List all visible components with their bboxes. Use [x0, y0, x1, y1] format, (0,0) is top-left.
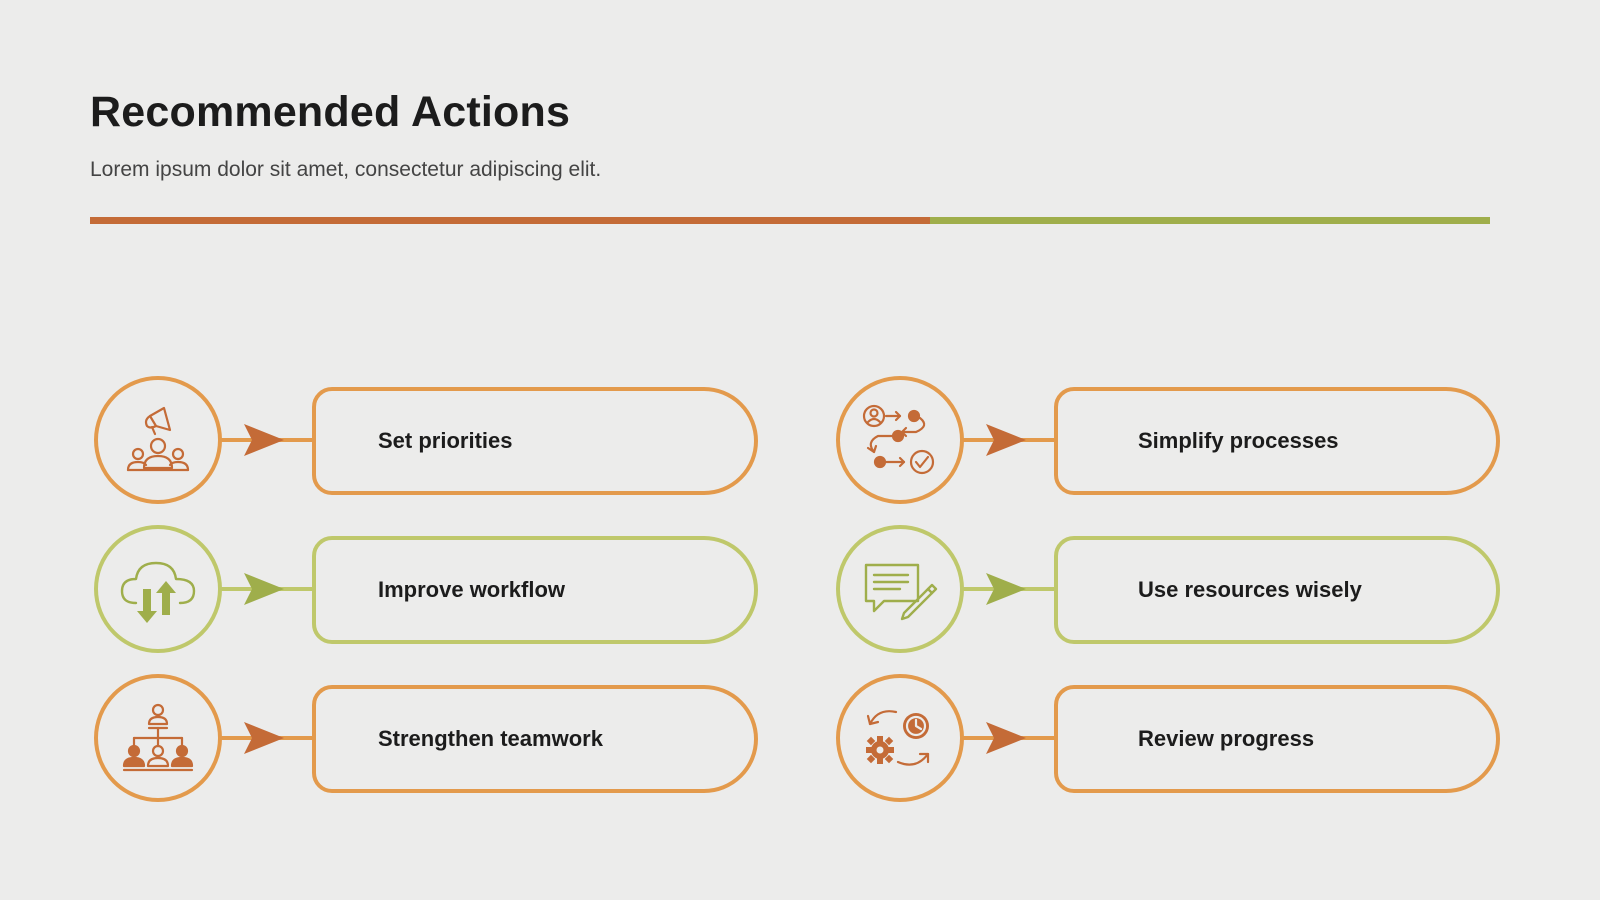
process-flow-icon	[862, 404, 935, 475]
arrow-right-icon	[244, 722, 284, 754]
action-box: Strengthen teamwork	[312, 685, 758, 793]
page-subtitle: Lorem ipsum dolor sit amet, consectetur …	[90, 158, 602, 181]
arrow-right-icon	[986, 573, 1026, 605]
document-edit-icon	[864, 563, 938, 621]
icon-circle	[94, 674, 222, 802]
org-chart-icon	[122, 703, 194, 772]
divider-orange	[90, 217, 930, 224]
action-item-strengthen-teamwork: Strengthen teamwork	[94, 674, 794, 810]
action-label: Use resources wisely	[1138, 577, 1362, 602]
arrow-right-icon	[244, 573, 284, 605]
divider-green	[930, 217, 1490, 224]
action-box: Review progress	[1054, 685, 1500, 793]
action-box: Set priorities	[312, 387, 758, 495]
icon-circle	[836, 674, 964, 802]
action-label: Improve workflow	[378, 577, 566, 602]
cloud-sync-icon	[120, 561, 196, 623]
action-label: Set priorities	[378, 428, 513, 453]
action-box: Improve workflow	[312, 536, 758, 644]
icon-circle	[94, 525, 222, 653]
action-item-improve-workflow: Improve workflow	[94, 525, 794, 661]
action-item-review-progress: Review progress	[836, 674, 1536, 810]
arrow-right-icon	[244, 424, 284, 456]
icon-circle	[836, 376, 964, 504]
icon-circle	[836, 525, 964, 653]
arrow-right-icon	[986, 424, 1026, 456]
action-item-use-resources-wisely: Use resources wisely	[836, 525, 1536, 661]
action-label: Review progress	[1138, 726, 1315, 751]
gear-clock-cycle-icon	[866, 710, 930, 766]
action-label: Simplify processes	[1138, 428, 1339, 453]
icon-circle	[94, 376, 222, 504]
action-label: Strengthen teamwork	[378, 726, 603, 751]
megaphone-team-icon	[126, 406, 190, 472]
action-box: Simplify processes	[1054, 387, 1500, 495]
action-item-simplify-processes: Simplify processes	[836, 376, 1536, 512]
action-box: Use resources wisely	[1054, 536, 1500, 644]
action-item-set-priorities: Set priorities	[94, 376, 794, 512]
page-title: Recommended Actions	[90, 88, 571, 136]
arrow-right-icon	[986, 722, 1026, 754]
